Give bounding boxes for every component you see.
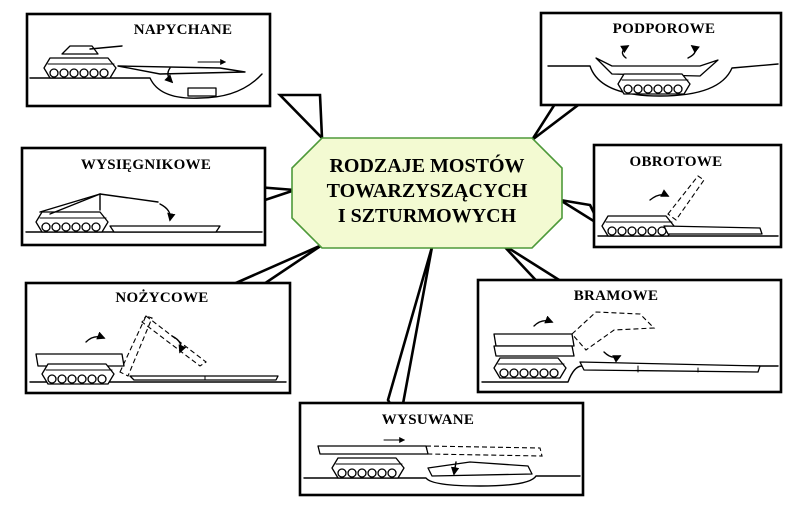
center-title-line-3: I SZTURMOWYCH (338, 205, 517, 227)
wysiegnikowe-illustration (25, 193, 263, 233)
box-podporowe: PODPOROWE (539, 11, 783, 107)
label-napychane: NAPYCHANE (134, 22, 233, 38)
nozycowe-illustration (29, 315, 287, 385)
label-nozycowe: NOŻYCOWE (115, 289, 208, 306)
box-bramowe: BRAMOWE (476, 278, 783, 394)
bramowe-illustration (481, 311, 779, 383)
center-title-line-1: RODZAJE MOSTÓW (329, 153, 524, 177)
wysuwane-illustration (303, 437, 581, 487)
label-bramowe: BRAMOWE (574, 288, 659, 304)
box-napychane: NAPYCHANE (25, 12, 272, 108)
obrotowe-illustration (597, 175, 779, 237)
podporowe-illustration (547, 44, 779, 97)
label-wysiegnikowe: WYSIĘGNIKOWE (81, 157, 211, 173)
label-podporowe: PODPOROWE (613, 21, 716, 37)
box-nozycowe: NOŻYCOWE (24, 281, 292, 395)
center-title-line-2: TOWARZYSZĄCYCH (327, 180, 528, 202)
label-wysuwane: WYSUWANE (382, 412, 474, 428)
center-title-block: RODZAJE MOSTÓW TOWARZYSZĄCYCH I SZTURMOW… (291, 137, 563, 249)
label-obrotowe: OBROTOWE (630, 154, 723, 170)
center-octagon (291, 137, 563, 249)
box-wysiegnikowe: WYSIĘGNIKOWE (20, 146, 267, 247)
box-wysuwane: WYSUWANE (298, 401, 585, 497)
box-obrotowe: OBROTOWE (592, 143, 783, 249)
napychane-illustration (29, 45, 263, 99)
